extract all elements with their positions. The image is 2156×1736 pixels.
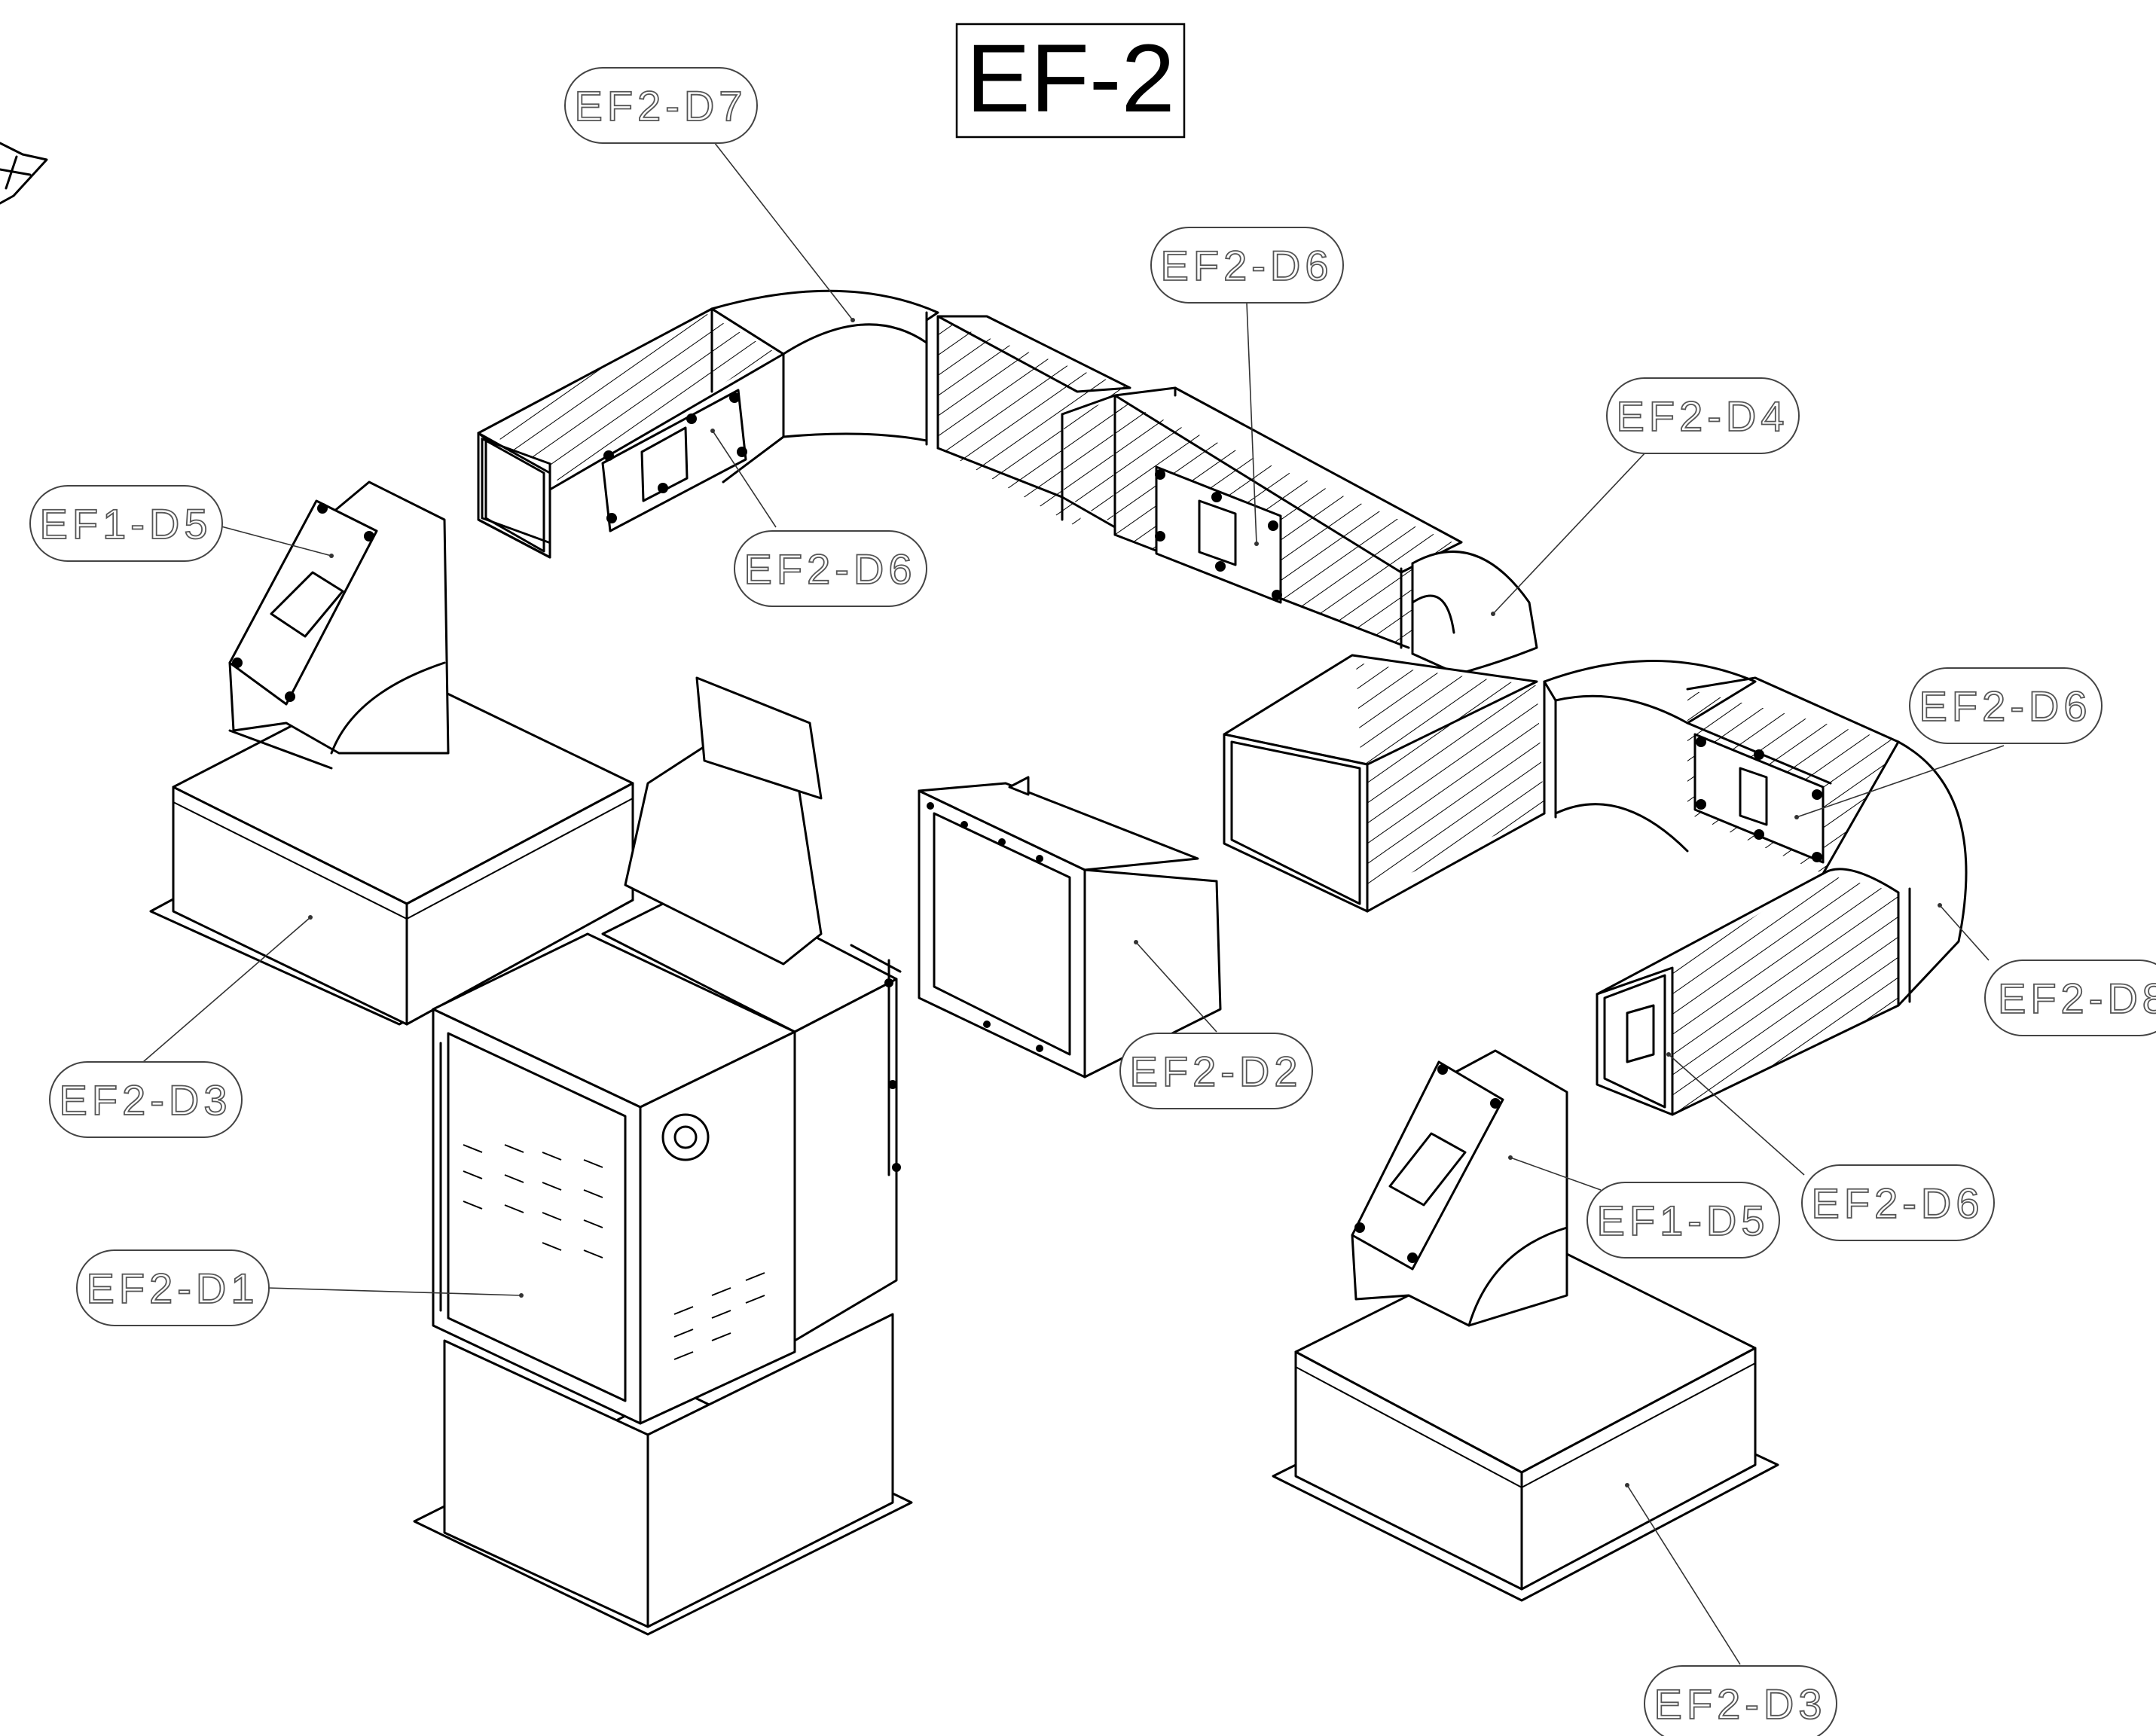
partial-object-top-left [0, 142, 48, 205]
callout-ef2-d3-right: EF2-D3 [1644, 1665, 1837, 1736]
louvers [463, 1144, 765, 1360]
svg-text:EF2-D3: EF2-D3 [1654, 1680, 1827, 1728]
svg-text:EF2-D6: EF2-D6 [1919, 682, 2092, 730]
duct-section-d6-lower [1672, 874, 1898, 1115]
svg-text:EF2-D3: EF2-D3 [60, 1076, 232, 1124]
callout-ef2-d6-lower: EF2-D6 [1801, 1164, 1995, 1241]
callout-ef2-d8: EF2-D8 [1984, 960, 2156, 1036]
callout-ef1-d5-left: EF1-D5 [29, 485, 223, 562]
svg-text:EF1-D5: EF1-D5 [40, 500, 212, 548]
svg-text:EF2-D6: EF2-D6 [1161, 242, 1333, 289]
callout-ef1-d5-right: EF1-D5 [1586, 1182, 1780, 1259]
elbow-ef2-d4 [1411, 550, 1538, 676]
svg-text:EF2-D8: EF2-D8 [1998, 975, 2156, 1022]
svg-text:EF2-D6: EF2-D6 [744, 545, 917, 593]
title-block: EF-2 [955, 23, 1186, 139]
elbow-ef2-d8 [1822, 740, 1968, 1007]
hood-ef1-d5-right [1351, 1049, 1568, 1327]
callout-ef2-d6-right: EF2-D6 [1909, 667, 2103, 744]
backdraft-damper [695, 676, 823, 800]
duct-section-large [1356, 663, 1544, 892]
callout-ef2-d7: EF2-D7 [564, 67, 758, 144]
svg-text:EF2-D6: EF2-D6 [1812, 1179, 1984, 1227]
callout-ef2-d1: EF2-D1 [76, 1249, 270, 1326]
svg-text:EF2-D2: EF2-D2 [1130, 1048, 1302, 1095]
svg-text:EF1-D5: EF1-D5 [1597, 1197, 1770, 1244]
elbow-ef2-d7 [710, 289, 939, 442]
fan-unit-ef2-d1 [413, 676, 913, 1636]
hood-ef1-d5-left [228, 481, 450, 770]
svg-text:EF2-D1: EF2-D1 [87, 1265, 259, 1312]
duct-run-upper [477, 289, 1538, 676]
leader-lines [142, 139, 2005, 1665]
callout-ef2-d3-left: EF2-D3 [49, 1061, 243, 1138]
callout-ef2-d6-mid: EF2-D6 [734, 530, 927, 607]
motor-flange [661, 1113, 710, 1161]
svg-text:EF2-D7: EF2-D7 [575, 82, 747, 130]
duct-run-right [1223, 654, 1968, 1116]
svg-text:EF2-D4: EF2-D4 [1617, 392, 1789, 440]
callout-ef2-d6-top: EF2-D6 [1150, 227, 1344, 304]
callout-ef2-d4: EF2-D4 [1606, 377, 1800, 454]
curb-ef2-d3-left [149, 669, 634, 1026]
title-frame [955, 23, 1186, 139]
transition-ef2-d2 [918, 776, 1222, 1079]
drawing-title: EF-2 [966, 25, 1174, 133]
callout-ef2-d2: EF2-D2 [1119, 1033, 1313, 1109]
